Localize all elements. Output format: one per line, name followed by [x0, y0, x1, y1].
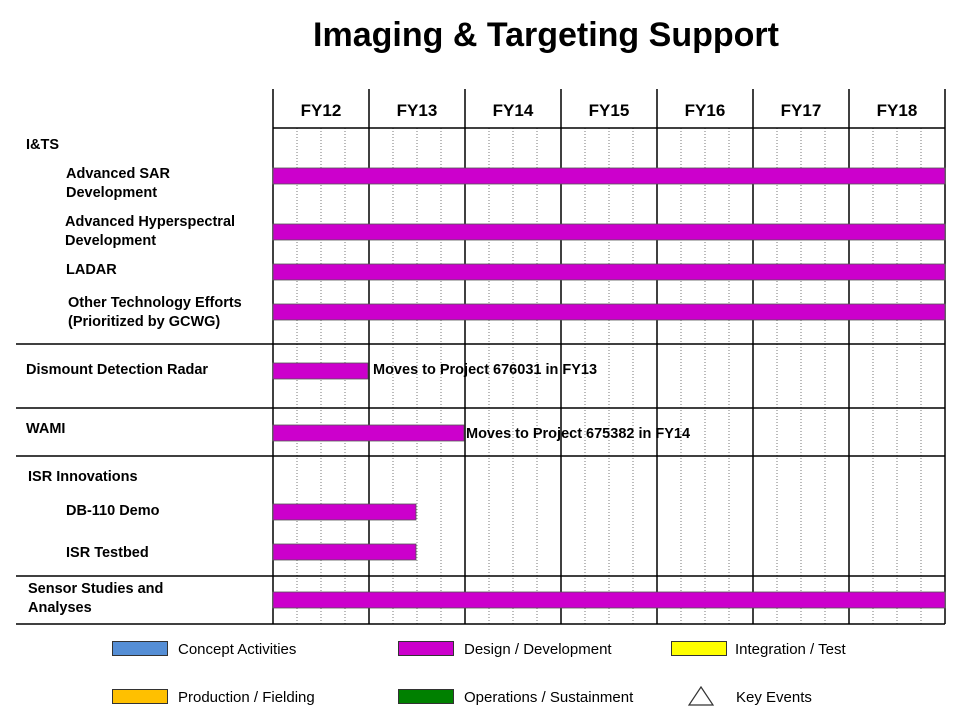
bar-dismount: [272, 362, 369, 380]
year-label-fy16: FY16: [684, 101, 726, 120]
legend-swatch-integration: [671, 641, 727, 656]
year-label-fy14: FY14: [492, 101, 534, 120]
note-dismount: Moves to Project 676031 in FY13: [373, 362, 598, 378]
task-label-ladar: LADAR: [66, 262, 117, 278]
bar-wami: [272, 424, 465, 442]
section-label-sensor: Sensor Studies and Analyses: [28, 581, 164, 616]
legend-swatch-production: [112, 689, 168, 704]
task-label-sar: Advanced SAR Development: [66, 166, 170, 201]
legend-label-concept: Concept Activities: [178, 641, 297, 658]
year-label-fy13: FY13: [396, 101, 438, 120]
section-label-dismount: Dismount Detection Radar: [26, 362, 209, 378]
bar-other: [272, 303, 946, 321]
bar-ladar: [272, 263, 946, 281]
year-label-fy18: FY18: [876, 101, 918, 120]
bar-db110: [272, 503, 417, 521]
section-label-wami: WAMI: [26, 421, 66, 437]
task-label-testbed: ISR Testbed: [66, 545, 149, 561]
bar-hyper: [272, 223, 946, 241]
legend-label-events: Key Events: [736, 689, 812, 706]
legend-label-integration: Integration / Test: [735, 641, 846, 658]
year-label-fy12: FY12: [300, 101, 342, 120]
year-label-fy15: FY15: [588, 101, 630, 120]
bar-sensor: [272, 591, 946, 609]
bar-testbed: [272, 543, 417, 561]
bar-sar: [272, 167, 946, 185]
task-label-hyperspectral: Advanced Hyperspectral Development: [65, 214, 236, 249]
note-wami: Moves to Project 675382 in FY14: [466, 426, 691, 442]
legend-label-operations: Operations / Sustainment: [464, 689, 634, 706]
year-label-fy17: FY17: [780, 101, 822, 120]
section-label-its: I&TS: [26, 137, 60, 153]
legend-swatch-operations: [398, 689, 454, 704]
legend-swatch-concept: [112, 641, 168, 656]
legend-swatch-design: [398, 641, 454, 656]
task-label-other: Other Technology Efforts (Prioritized by…: [68, 295, 242, 330]
legend-label-production: Production / Fielding: [178, 689, 315, 706]
key-event-icon: [687, 685, 715, 706]
chart-title: Imaging & Targeting Support: [313, 16, 779, 54]
task-label-db110: DB-110 Demo: [66, 503, 160, 519]
section-label-isr: ISR Innovations: [28, 469, 138, 485]
legend-label-design: Design / Development: [464, 641, 612, 658]
